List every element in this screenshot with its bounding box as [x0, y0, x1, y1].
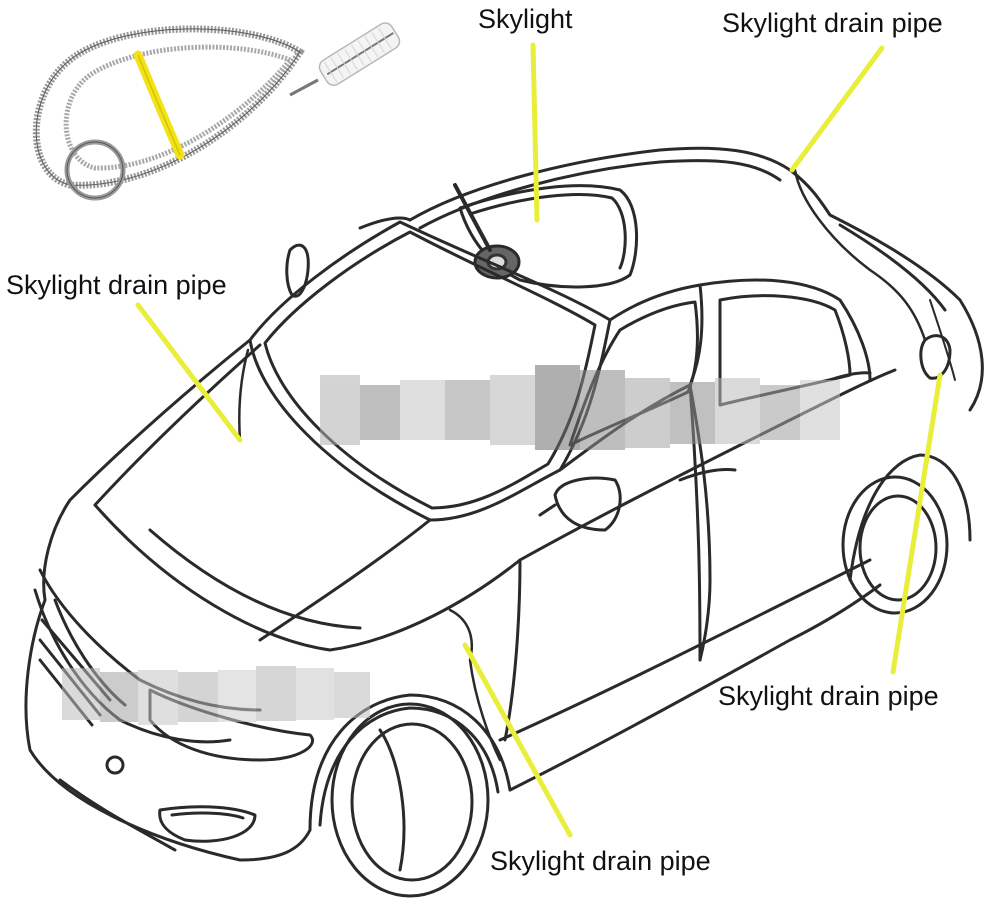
label-skylight: Skylight [478, 4, 573, 34]
sedan-line-drawing [24, 146, 984, 898]
leader-lines [135, 42, 943, 838]
leader-left [135, 302, 243, 443]
leader-top-right [789, 45, 885, 173]
label-drain-pipe-right-lower: Skylight drain pipe [718, 681, 939, 711]
leader-right-low [890, 372, 943, 675]
leader-skylight [530, 42, 540, 223]
spring-drain-cleaning-brush-icon [32, 22, 401, 201]
label-drain-pipe-left: Skylight drain pipe [6, 270, 227, 300]
label-drain-pipe-top-right: Skylight drain pipe [722, 8, 943, 38]
leader-bottom [462, 642, 573, 838]
label-drain-pipe-bottom: Skylight drain pipe [490, 846, 711, 876]
blurred-watermark [62, 365, 840, 725]
